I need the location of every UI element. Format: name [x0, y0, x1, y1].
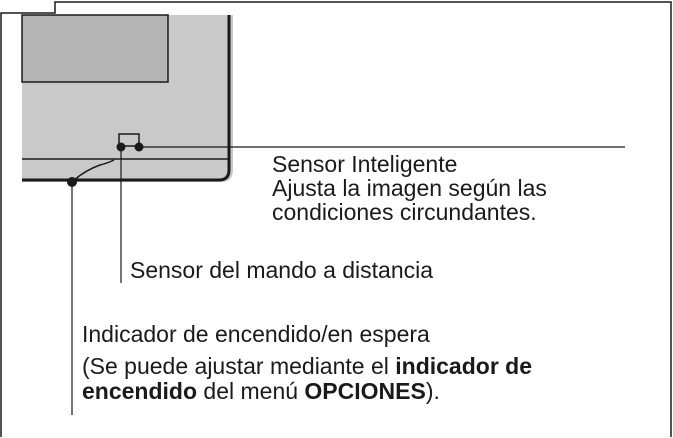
power-indicator-note-middle: del menú [197, 378, 305, 404]
smart-sensor-title: Sensor Inteligente [272, 151, 458, 177]
power-indicator-title: Indicador de encendido/en espera [82, 321, 430, 347]
tv-stand-curve [73, 159, 115, 181]
smart-sensor-description-line-1: Ajusta la imagen según las [272, 175, 547, 201]
smart-sensor-description-line-2: condiciones circundantes. [272, 199, 537, 225]
power-indicator-note-prefix: (Se puede ajustar mediante el [82, 353, 396, 379]
smart-sensor-window [118, 133, 140, 147]
tv-screen [21, 14, 169, 83]
power-indicator-note-suffix: ). [425, 378, 440, 404]
power-indicator-note: (Se puede ajustar mediante el indicador … [82, 354, 532, 404]
smart-sensor-callout: Sensor Inteligente Ajusta la imagen segú… [272, 152, 547, 224]
power-indicator-note-bold-1: indicador de [395, 353, 533, 379]
tv-bezel-outline [22, 15, 231, 182]
power-indicator-note-bold-2: OPCIONES [304, 378, 426, 404]
remote-sensor-label: Sensor del mando a distancia [130, 257, 434, 283]
power-indicator-note-bold-1b: encendido [82, 378, 198, 404]
power-indicator-callout: Indicador de encendido/en espera (Se pue… [82, 322, 532, 404]
remote-sensor-callout: Sensor del mando a distancia [130, 258, 433, 282]
